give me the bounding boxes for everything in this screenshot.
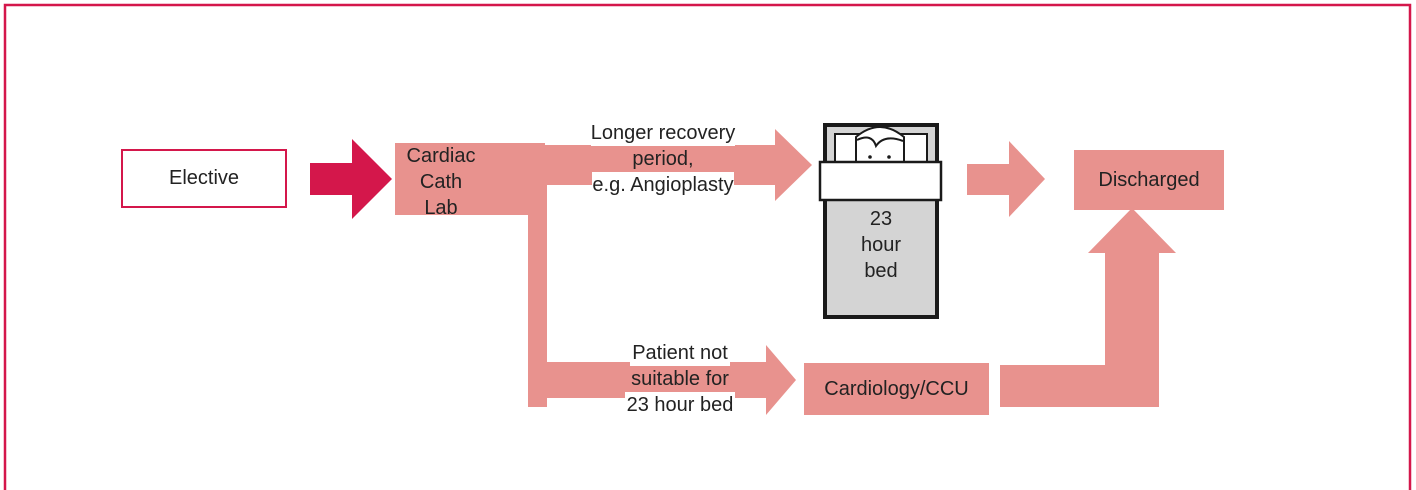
bed-label: 23 hour bed — [825, 206, 937, 284]
bed-label-line: hour — [860, 234, 902, 256]
longer-recovery-line: e.g. Angioplasty — [592, 172, 734, 198]
patient-face-icon — [855, 126, 905, 163]
cath-lab-box — [395, 143, 545, 215]
not-suitable-line: 23 hour bed — [624, 392, 736, 418]
branch-connector — [528, 185, 547, 407]
discharged-box — [1074, 150, 1224, 210]
longer-recovery-line: period, — [632, 148, 694, 170]
longer-recovery-line: Longer recovery — [590, 120, 736, 146]
bed-label-line: bed — [864, 260, 898, 282]
elective-arrow — [310, 139, 392, 219]
cath-lab-line: Cardiac — [406, 145, 476, 167]
cardiology-box — [804, 363, 989, 415]
not-suitable-line: Patient not — [630, 340, 730, 366]
bed-to-discharged-arrow — [967, 141, 1045, 217]
not-suitable-label: Patient not suitable for 23 hour bed — [585, 340, 775, 418]
not-suitable-line: suitable for — [631, 368, 729, 390]
cath-lab-line: Lab — [424, 197, 458, 219]
discharged-label: Discharged — [1098, 169, 1200, 191]
elective-label: Elective — [168, 167, 240, 189]
cardiology-label: Cardiology/CCU — [824, 378, 969, 400]
longer-recovery-label: Longer recovery period, e.g. Angioplasty — [548, 120, 778, 198]
hospital-bed-icon — [818, 123, 943, 319]
cath-lab-label: Cardiac Cath Lab — [380, 143, 502, 221]
elective-box — [121, 149, 287, 208]
bed-blanket — [818, 160, 943, 202]
bed-label-line: 23 — [869, 208, 893, 230]
cardiology-to-discharged-arrow — [1000, 208, 1176, 407]
cath-lab-line: Cath — [419, 171, 463, 193]
diagram-frame — [3, 3, 1412, 490]
